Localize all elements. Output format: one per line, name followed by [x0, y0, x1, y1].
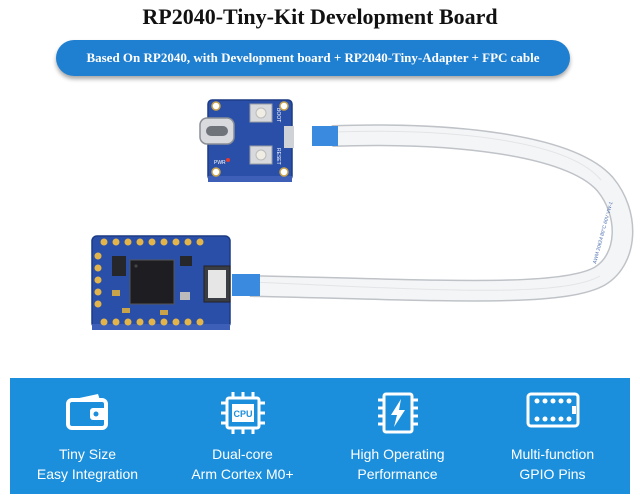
fpc-cable: AWM 20624 80°C 60V VW-1	[232, 124, 634, 302]
feature-gpio: Multi-function GPIO Pins	[475, 378, 630, 494]
cpu-icon-text: CPU	[233, 409, 252, 419]
subtitle-text: Based On RP2040, with Development board …	[86, 50, 540, 65]
feature-line1: Dual-core	[212, 446, 273, 462]
cpu-icon: CPU	[219, 390, 267, 441]
page-title: RP2040-Tiny-Kit Development Board	[142, 4, 498, 29]
feature-high-performance: High Operating Performance	[320, 378, 475, 494]
feature-line1: Multi-function	[510, 446, 595, 462]
cable-end-stiffener-bottom	[232, 274, 260, 296]
feature-line1: Tiny Size	[58, 446, 117, 462]
feature-line2: Arm Cortex M0+	[191, 466, 294, 482]
gpio-pins-icon	[525, 390, 581, 435]
pwr-label: PWR	[214, 160, 226, 166]
feature-line2: Performance	[357, 466, 438, 482]
gpio-pads	[94, 238, 204, 326]
wallet-icon	[64, 390, 112, 439]
feature-band: Tiny Size Easy Integration CPU Dual-core…	[10, 378, 630, 494]
feature-line2: GPIO Pins	[519, 466, 586, 482]
feature-tiny-size: Tiny Size Easy Integration	[10, 378, 165, 494]
subtitle-banner: Based On RP2040, with Development board …	[56, 40, 570, 76]
boot-label: BOOT	[275, 108, 281, 122]
lightning-chip-icon	[374, 390, 422, 441]
feature-line1: High Operating	[350, 446, 445, 462]
feature-line2: Easy Integration	[36, 466, 139, 482]
adapter-board: BOOT RESET PWR	[199, 99, 294, 182]
rp2040-chip	[129, 259, 175, 305]
rp2040-tiny-board	[91, 235, 231, 330]
product-photo: AWM 20624 80°C 60V VW-1 BOOT RESET PWR	[91, 99, 634, 330]
reset-label: RESET	[275, 148, 281, 165]
feature-dual-core: CPU Dual-core Arm Cortex M0+	[165, 378, 320, 494]
cable-end-stiffener-top	[312, 126, 338, 146]
